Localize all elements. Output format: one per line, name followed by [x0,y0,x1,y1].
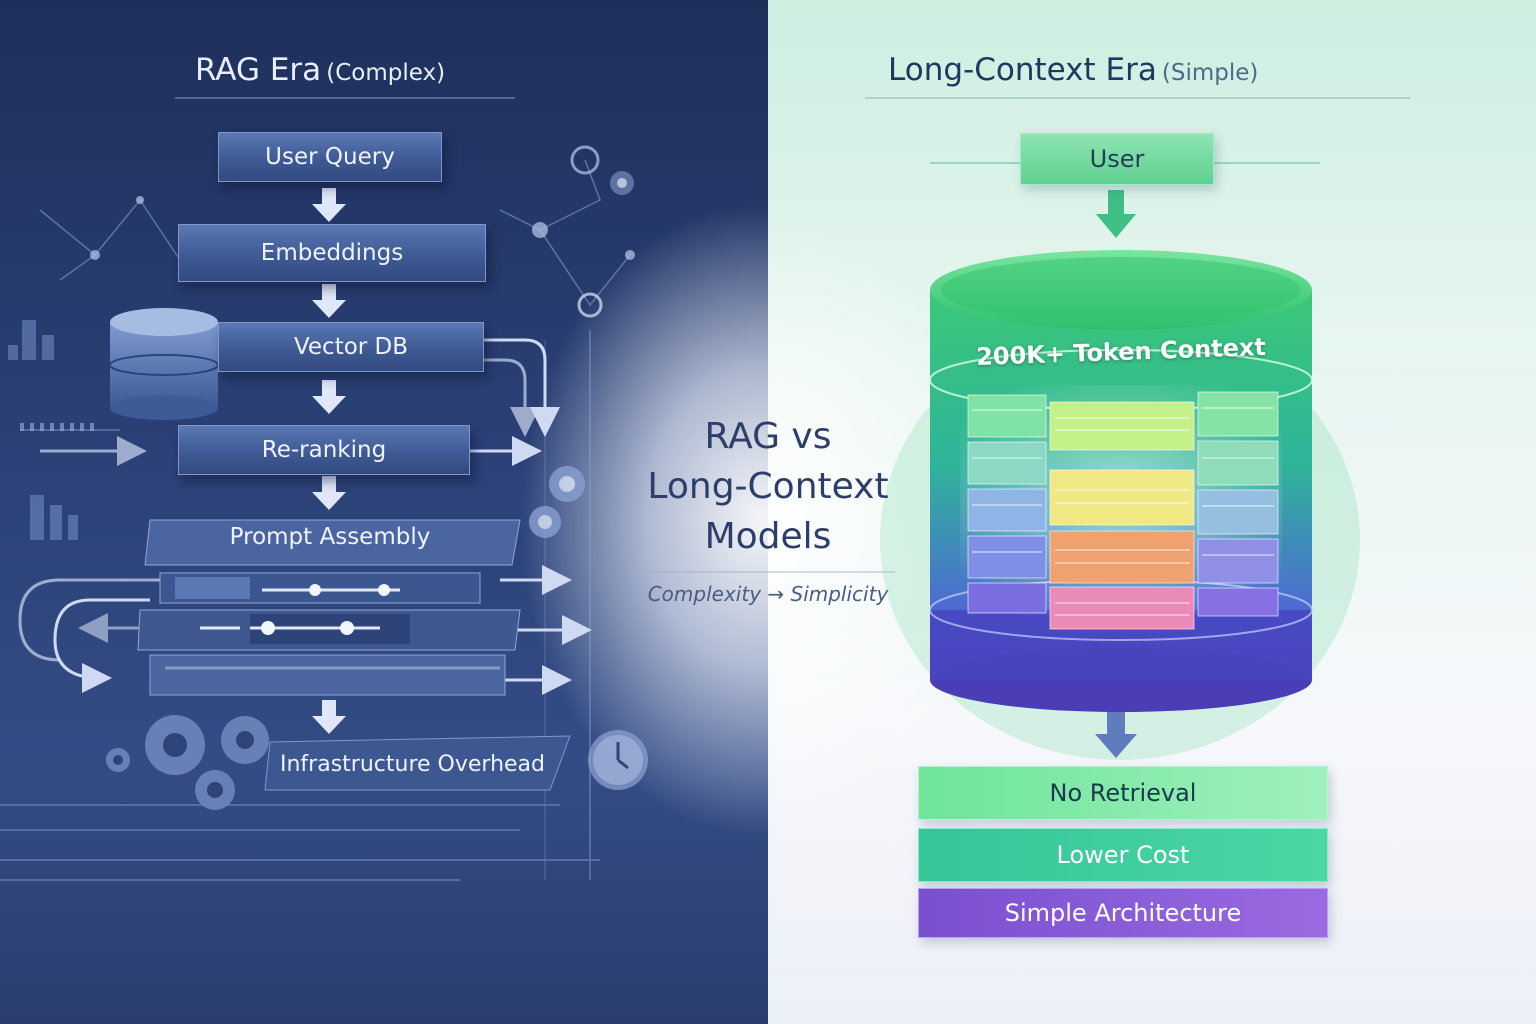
benefit-no-retrieval: No Retrieval [918,766,1328,820]
arrow-down-icon [1096,190,1136,238]
benefit-simple-architecture: Simple Architecture [918,888,1328,938]
token-blocks [967,391,1279,630]
left-title-sub: (Complex) [326,60,446,86]
benefit-lower-cost: Lower Cost [918,828,1328,882]
prompt-assembly-step: Prompt Assembly [229,524,431,550]
center-subtitle: Complexity → Simplicity [647,582,889,606]
arrow-down-icon [1095,712,1137,758]
center-title-line1: RAG vs [704,416,832,457]
database-icon [109,308,219,420]
reranking-step: Re-ranking [178,425,470,475]
bar-chart-icon [8,320,78,540]
center-title-line3: Models [704,516,832,557]
infrastructure-overhead-step: Infrastructure Overhead [280,752,545,777]
embeddings-step: Embeddings [178,224,486,282]
center-title-line2: Long-Context [647,466,889,507]
right-title-sub: (Simple) [1161,60,1259,86]
right-title-main: Long-Context Era [888,52,1157,88]
prompt-assembly-stack [137,519,521,696]
left-title-main: RAG Era [195,52,322,88]
gear-icon [106,715,269,810]
vector-db-step: Vector DB [218,322,484,372]
infrastructure-bar [264,735,571,791]
left-title: RAG Era (Complex) [195,52,445,88]
arrow-down-icon [312,188,346,734]
user-query-step: User Query [218,132,442,182]
clock-icon [588,730,648,790]
user-box: User [1020,133,1214,185]
right-title: Long-Context Era (Simple) [888,52,1258,88]
